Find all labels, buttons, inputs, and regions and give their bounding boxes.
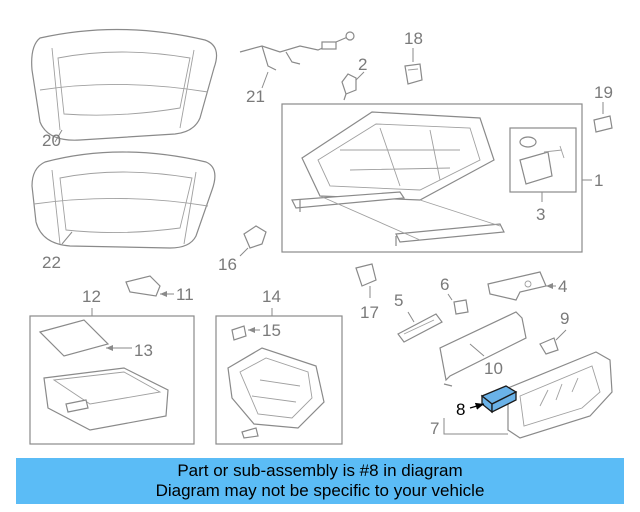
- leader-2: [355, 71, 365, 81]
- callout-6: 6: [440, 275, 449, 294]
- callout-9: 9: [560, 309, 569, 328]
- tray-part: [227, 347, 325, 439]
- wire-frame-part-10: [439, 311, 527, 387]
- leader-21: [261, 71, 269, 89]
- callout-16: 16: [218, 255, 237, 274]
- callout-1: 1: [594, 171, 603, 190]
- callout-8: 8: [456, 400, 465, 419]
- seat-back-cushion-part: [31, 28, 218, 141]
- clip-part-6: [453, 299, 469, 315]
- bracket-part-4: [487, 271, 547, 301]
- leader-10: [469, 343, 485, 357]
- callout-5: 5: [394, 291, 403, 310]
- leader-7: [443, 418, 508, 435]
- callout-11: 11: [176, 285, 194, 304]
- adjuster-part: [519, 136, 565, 185]
- leader-6: [447, 293, 453, 301]
- callout-13: 13: [134, 341, 153, 360]
- storage-box-12: [29, 315, 195, 445]
- banner-line-1: Part or sub-assembly is #8 in diagram: [177, 461, 463, 480]
- callout-2: 2: [358, 55, 367, 74]
- callout-21: 21: [246, 87, 265, 106]
- screw-part-9: [539, 337, 559, 355]
- callout-17: 17: [360, 303, 379, 322]
- seat-frame-part: [291, 111, 505, 246]
- highlighted-part-8: [480, 385, 518, 414]
- callout-15: 15: [262, 321, 281, 340]
- callout-3: 3: [536, 205, 545, 224]
- info-banner: Part or sub-assembly is #8 in diagram Di…: [16, 458, 624, 504]
- callout-4: 4: [558, 277, 567, 296]
- trim-part-5: [397, 313, 443, 343]
- bulb-part-15: [231, 325, 247, 341]
- callout-18: 18: [404, 29, 423, 48]
- side-shield-part-7: [507, 351, 613, 439]
- leader-9: [555, 329, 567, 341]
- clip-part: [341, 73, 357, 101]
- callout-7: 7: [430, 419, 439, 438]
- adjuster-sub-box: [509, 127, 577, 193]
- callout-12: 12: [82, 287, 101, 306]
- callout-22: 22: [42, 253, 61, 272]
- hook-part-16: [243, 225, 267, 249]
- callout-10: 10: [484, 359, 503, 378]
- tray-box-14: [215, 315, 343, 445]
- callout-14: 14: [262, 287, 281, 306]
- leader-16: [239, 247, 249, 257]
- drawer-part: [43, 367, 169, 431]
- cap-part-19: [593, 115, 613, 133]
- leader-5: [407, 311, 415, 323]
- bracket-part-18: [404, 63, 423, 85]
- bracket-part-11: [125, 275, 161, 297]
- leader-8: [469, 402, 485, 410]
- callout-20: 20: [42, 131, 61, 150]
- wire-harness-part: [239, 31, 355, 71]
- mat-part-13: [38, 319, 110, 357]
- clip-part-17: [355, 263, 377, 287]
- leader-20: [54, 129, 63, 143]
- leader-22: [61, 231, 73, 245]
- callout-19: 19: [594, 83, 613, 102]
- seat-frame-box: [281, 103, 583, 253]
- seat-cushion-part: [31, 151, 216, 249]
- banner-line-2: Diagram may not be specific to your vehi…: [155, 481, 485, 500]
